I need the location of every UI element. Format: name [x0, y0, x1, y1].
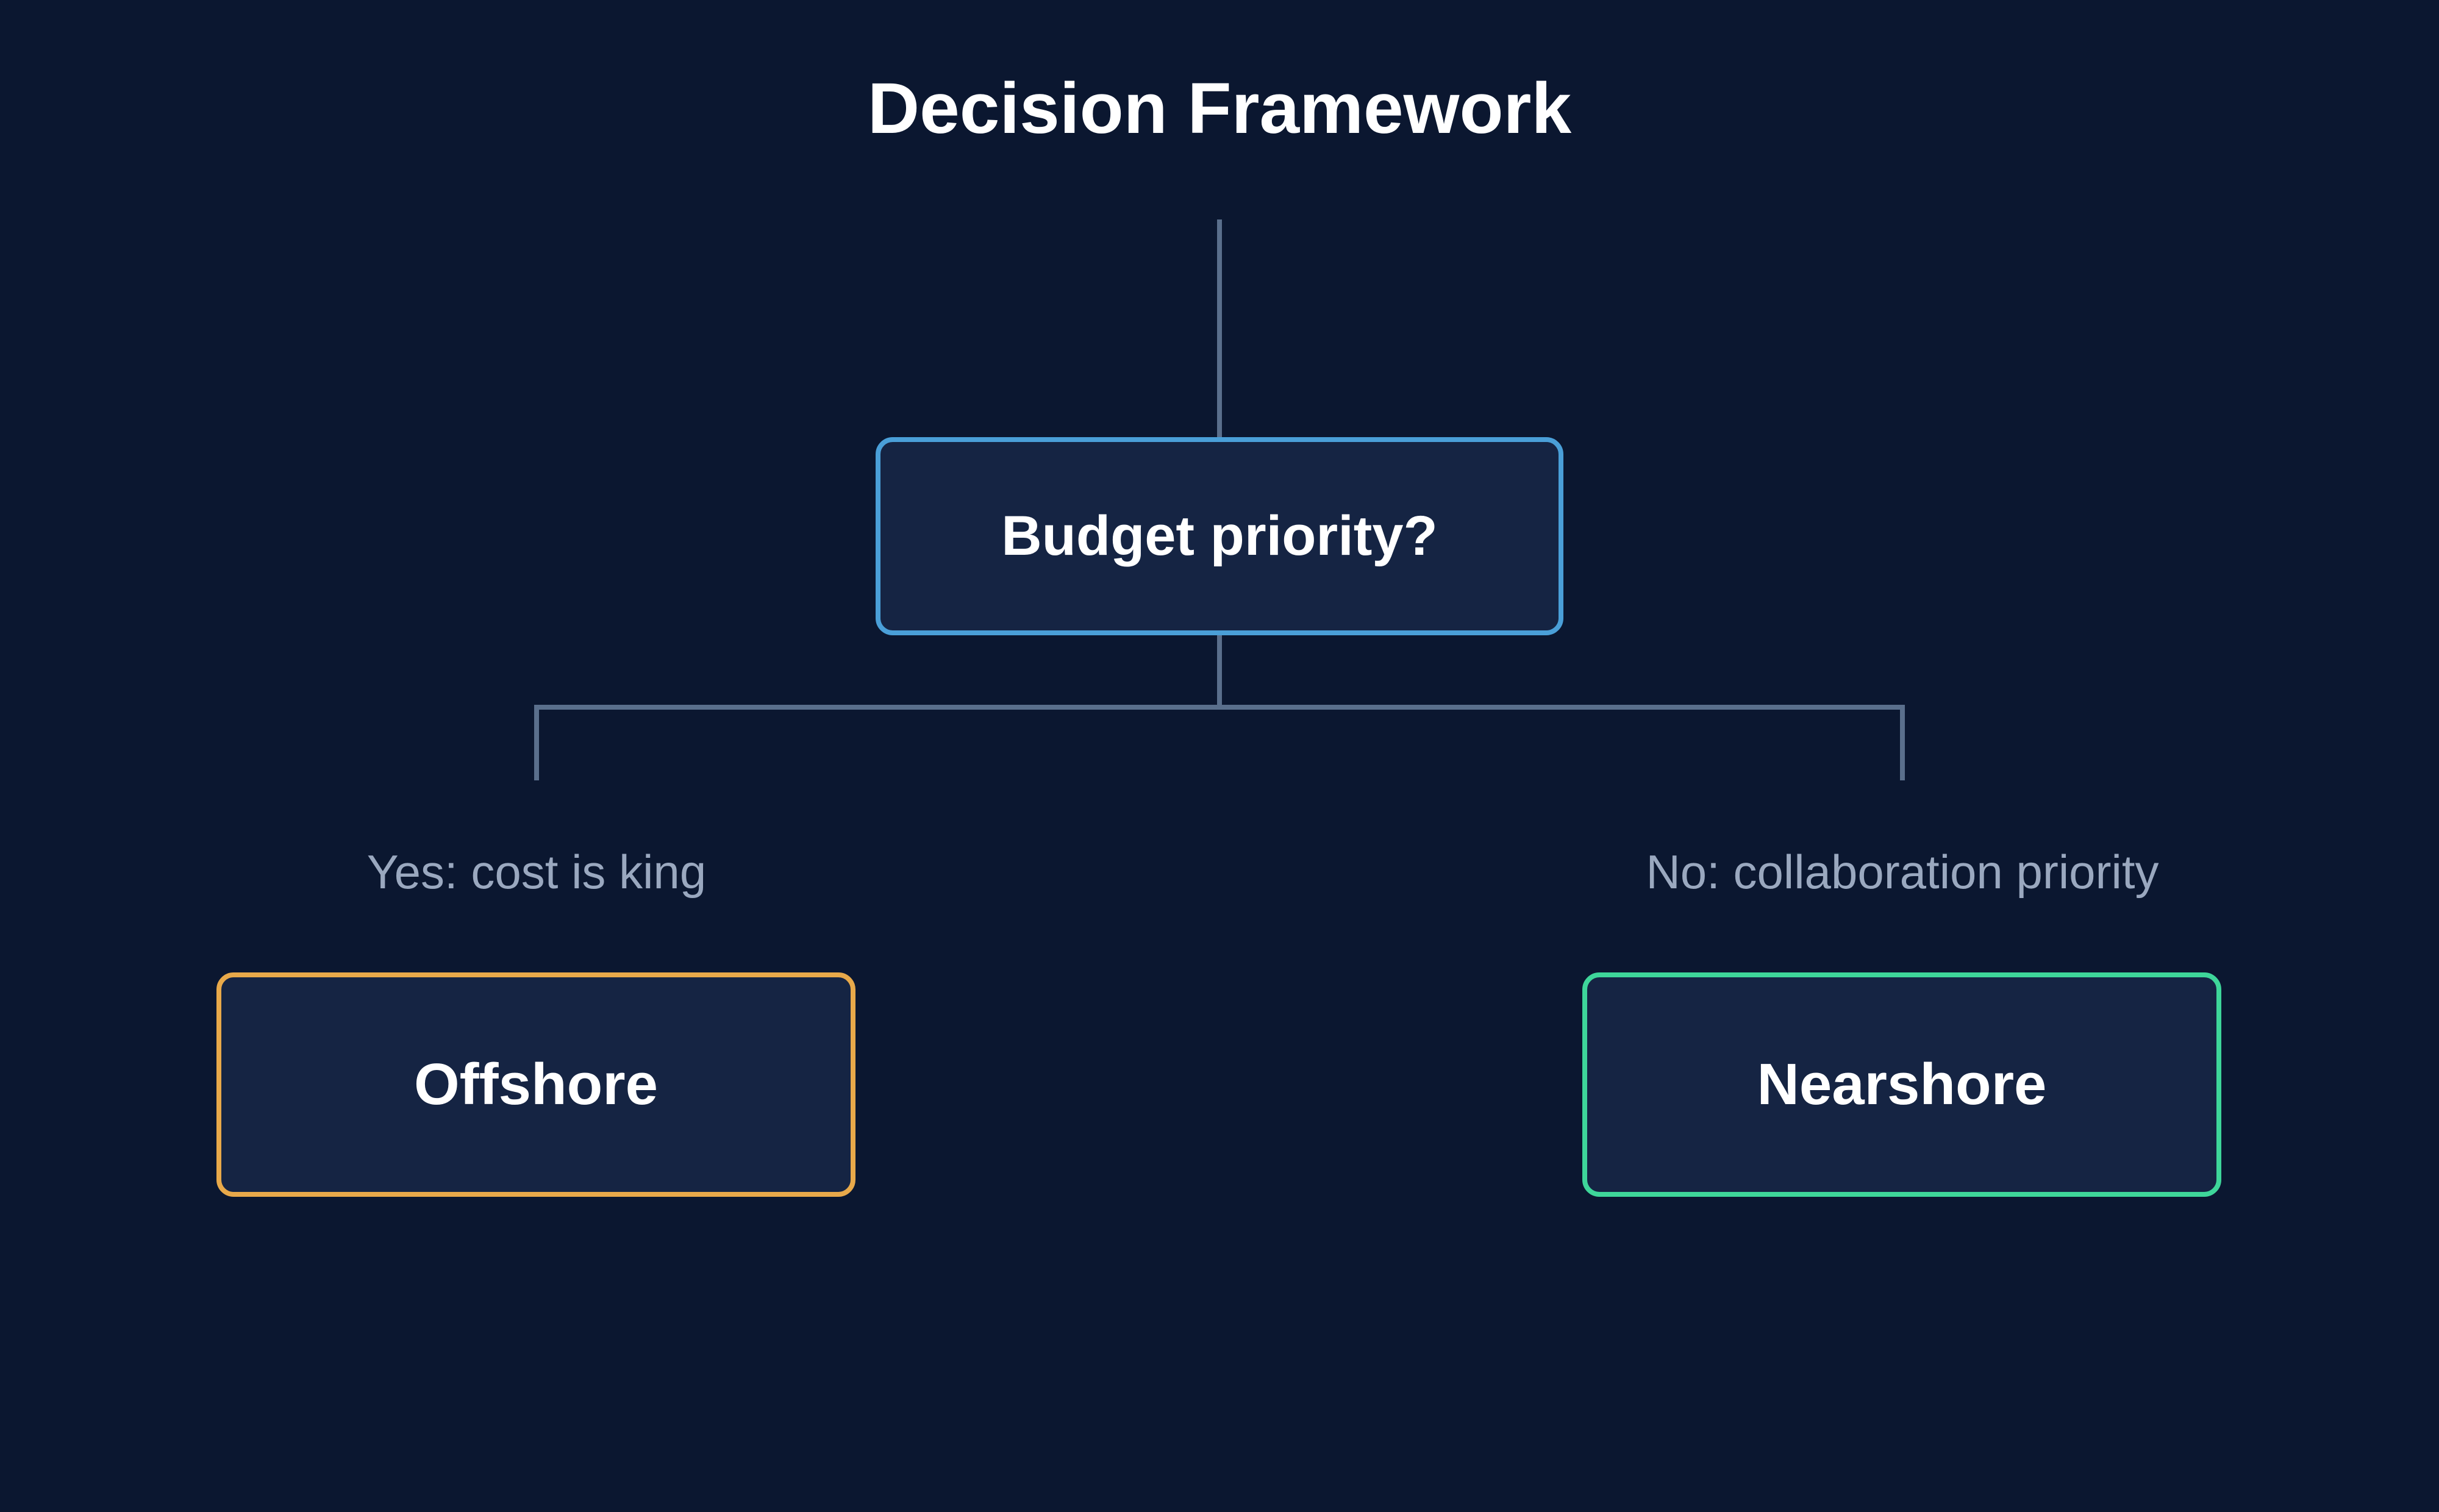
outcome-label-offshore: Offshore — [413, 1052, 659, 1117]
outcome-node-nearshore: Nearshore — [1582, 972, 2221, 1197]
decision-node-budget-priority: Budget priority? — [876, 437, 1563, 635]
branch-label-yes: Yes: cost is king — [366, 845, 707, 899]
branch-label-no: No: collaboration priority — [1646, 845, 2159, 899]
decision-node-label: Budget priority? — [1001, 505, 1438, 567]
outcome-node-offshore: Offshore — [216, 972, 855, 1197]
outcome-label-nearshore: Nearshore — [1757, 1052, 2047, 1117]
diagram-title: Decision Framework — [867, 68, 1572, 149]
